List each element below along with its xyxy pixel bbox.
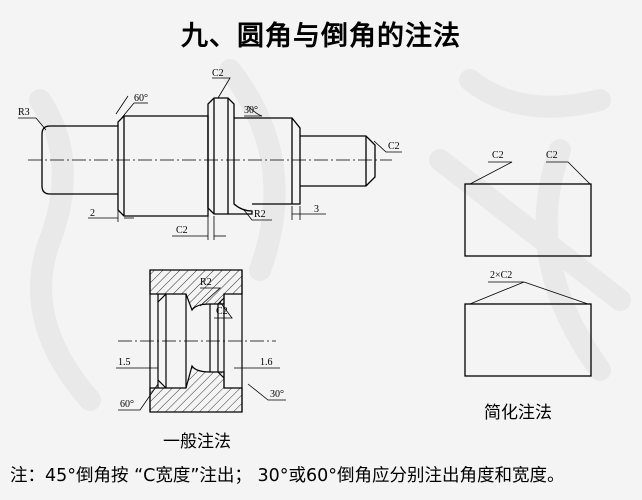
- simplified-rect-bottom: [464, 303, 592, 377]
- label-hole-angle-60: 60°: [120, 399, 134, 410]
- label-r3: R3: [18, 107, 30, 118]
- shaft-end-segment: [300, 135, 376, 187]
- simplified-rect-top: [464, 183, 592, 257]
- caption-simplified-notation: 简化注法: [484, 403, 552, 423]
- label-simplified-c2-left: C2: [492, 150, 504, 161]
- footnote: 注：45°倒角按 “C宽度”注出； 30°或60°倒角应分别注出角度和宽度。: [10, 466, 565, 486]
- label-dim-1-6: 1.6: [260, 357, 273, 368]
- label-r2: R2: [254, 209, 266, 220]
- label-simplified-2xc2: 2×C2: [490, 270, 512, 281]
- label-c2-top: C2: [212, 68, 224, 79]
- label-c2-right: C2: [388, 141, 400, 152]
- label-angle-30: 30°: [244, 105, 258, 116]
- shaft-collar: [207, 97, 253, 215]
- label-c2-bottom: C2: [176, 225, 188, 236]
- label-angle-60: 60°: [134, 93, 148, 104]
- label-dim-3: 3: [314, 204, 319, 215]
- label-dim-2: 2: [90, 208, 95, 219]
- caption-general-notation: 一般注法: [163, 432, 231, 452]
- label-simplified-c2-right: C2: [546, 150, 558, 161]
- label-hole-angle-30: 30°: [270, 389, 284, 400]
- label-hole-r2: R2: [200, 277, 212, 288]
- shaft-right-segment: [234, 117, 301, 205]
- page-title: 九、圆角与倒角的注法: [181, 21, 461, 52]
- label-hole-c2: C2: [216, 306, 228, 317]
- label-dim-1-5: 1.5: [118, 357, 131, 368]
